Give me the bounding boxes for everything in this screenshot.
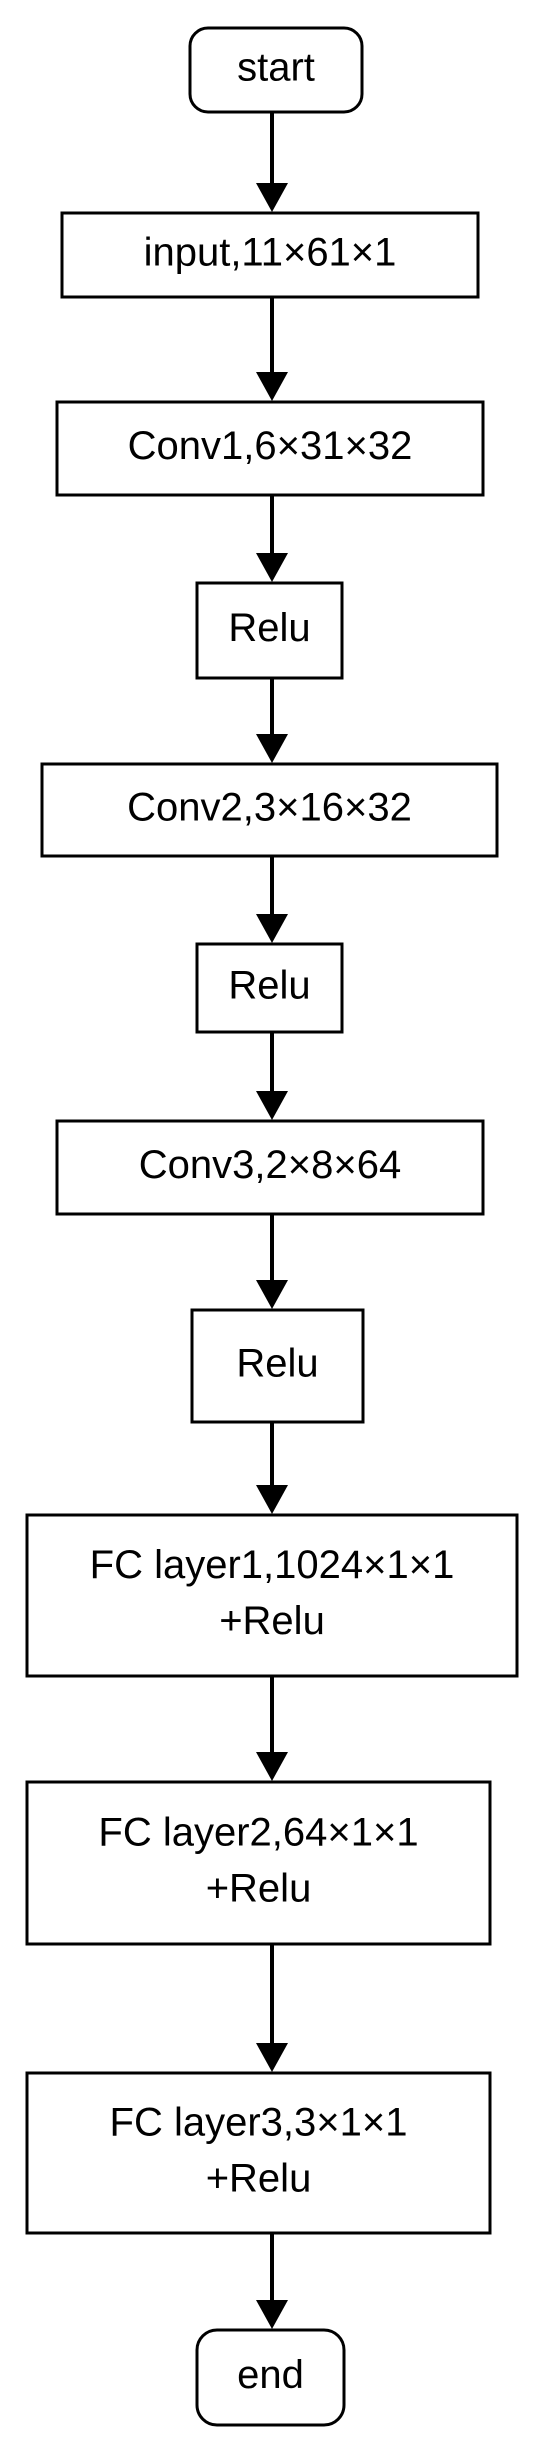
node-fc2-label-line-1: FC layer2,64×1×1	[98, 1811, 418, 1855]
node-fc3-label-line-1: FC layer3,3×1×1	[110, 2101, 408, 2145]
arrow-start-to-input	[256, 112, 288, 212]
arrow-fc1-to-fc2	[256, 1676, 288, 1781]
node-end: end	[195, 2328, 346, 2427]
node-fc1: FC layer1,1024×1×1 +Relu	[25, 1513, 519, 1678]
node-conv3: Conv3,2×8×64	[55, 1119, 485, 1216]
node-relu2-label: Relu	[228, 964, 310, 1008]
node-start: start	[188, 26, 364, 114]
node-input: input,11×61×1	[60, 211, 480, 299]
node-input-label: input,11×61×1	[144, 231, 397, 275]
node-conv3-label: Conv3,2×8×64	[139, 1143, 401, 1187]
node-input-box	[60, 211, 480, 299]
node-conv1: Conv1,6×31×32	[55, 400, 485, 497]
node-relu3-label: Relu	[236, 1342, 318, 1386]
node-end-label: end	[237, 2353, 304, 2397]
arrow-head	[256, 553, 288, 582]
node-fc3-label-line-2: +Relu	[206, 2157, 312, 2201]
arrow-head	[256, 1280, 288, 1309]
node-relu1-box	[195, 581, 344, 680]
arrow-head	[256, 2300, 288, 2329]
arrow-fc2-to-fc3	[256, 1944, 288, 2072]
node-conv3-box	[55, 1119, 485, 1216]
node-conv1-box	[55, 400, 485, 497]
node-fc1-label-line-1: FC layer1,1024×1×1	[90, 1543, 455, 1587]
arrow-relu3-to-fc1	[256, 1422, 288, 1514]
arrow-head	[256, 1752, 288, 1781]
node-conv2: Conv2,3×16×32	[40, 762, 499, 858]
node-fc3-box	[25, 2071, 492, 2235]
node-start-box	[188, 26, 364, 114]
arrow-head	[256, 1091, 288, 1120]
nodes-layer: startinput,11×61×1Conv1,6×31×32ReluConv2…	[25, 26, 519, 2427]
arrow-head	[256, 914, 288, 943]
node-start-label: start	[237, 46, 315, 90]
arrow-conv3-to-relu3	[256, 1214, 288, 1309]
node-fc3: FC layer3,3×1×1 +Relu	[25, 2071, 492, 2235]
edges-layer	[256, 112, 288, 2329]
node-relu3: Relu	[190, 1308, 365, 1424]
arrow-relu2-to-conv3	[256, 1032, 288, 1120]
node-fc1-label-line-2: +Relu	[219, 1599, 325, 1643]
node-relu2-box	[195, 942, 344, 1034]
node-relu3-box	[190, 1308, 365, 1424]
node-conv1-label: Conv1,6×31×32	[128, 424, 413, 468]
arrow-head	[256, 372, 288, 401]
node-relu1: Relu	[195, 581, 344, 680]
node-relu2: Relu	[195, 942, 344, 1034]
arrow-head	[256, 734, 288, 763]
node-fc2-label-line-2: +Relu	[206, 1867, 312, 1911]
arrow-head	[256, 1485, 288, 1514]
node-fc1-box	[25, 1513, 519, 1678]
arrow-fc3-to-end	[256, 2233, 288, 2329]
arrow-input-to-conv1	[256, 297, 288, 401]
arrow-conv2-to-relu2	[256, 856, 288, 943]
node-end-box	[195, 2328, 346, 2427]
node-fc2-box	[25, 1780, 492, 1946]
arrow-relu1-to-conv2	[256, 678, 288, 763]
arrow-head	[256, 2043, 288, 2072]
node-conv2-box	[40, 762, 499, 858]
node-conv2-label: Conv2,3×16×32	[127, 786, 412, 830]
node-fc2: FC layer2,64×1×1 +Relu	[25, 1780, 492, 1946]
node-relu1-label: Relu	[228, 606, 310, 650]
arrow-conv1-to-relu1	[256, 495, 288, 582]
arrow-head	[256, 183, 288, 212]
